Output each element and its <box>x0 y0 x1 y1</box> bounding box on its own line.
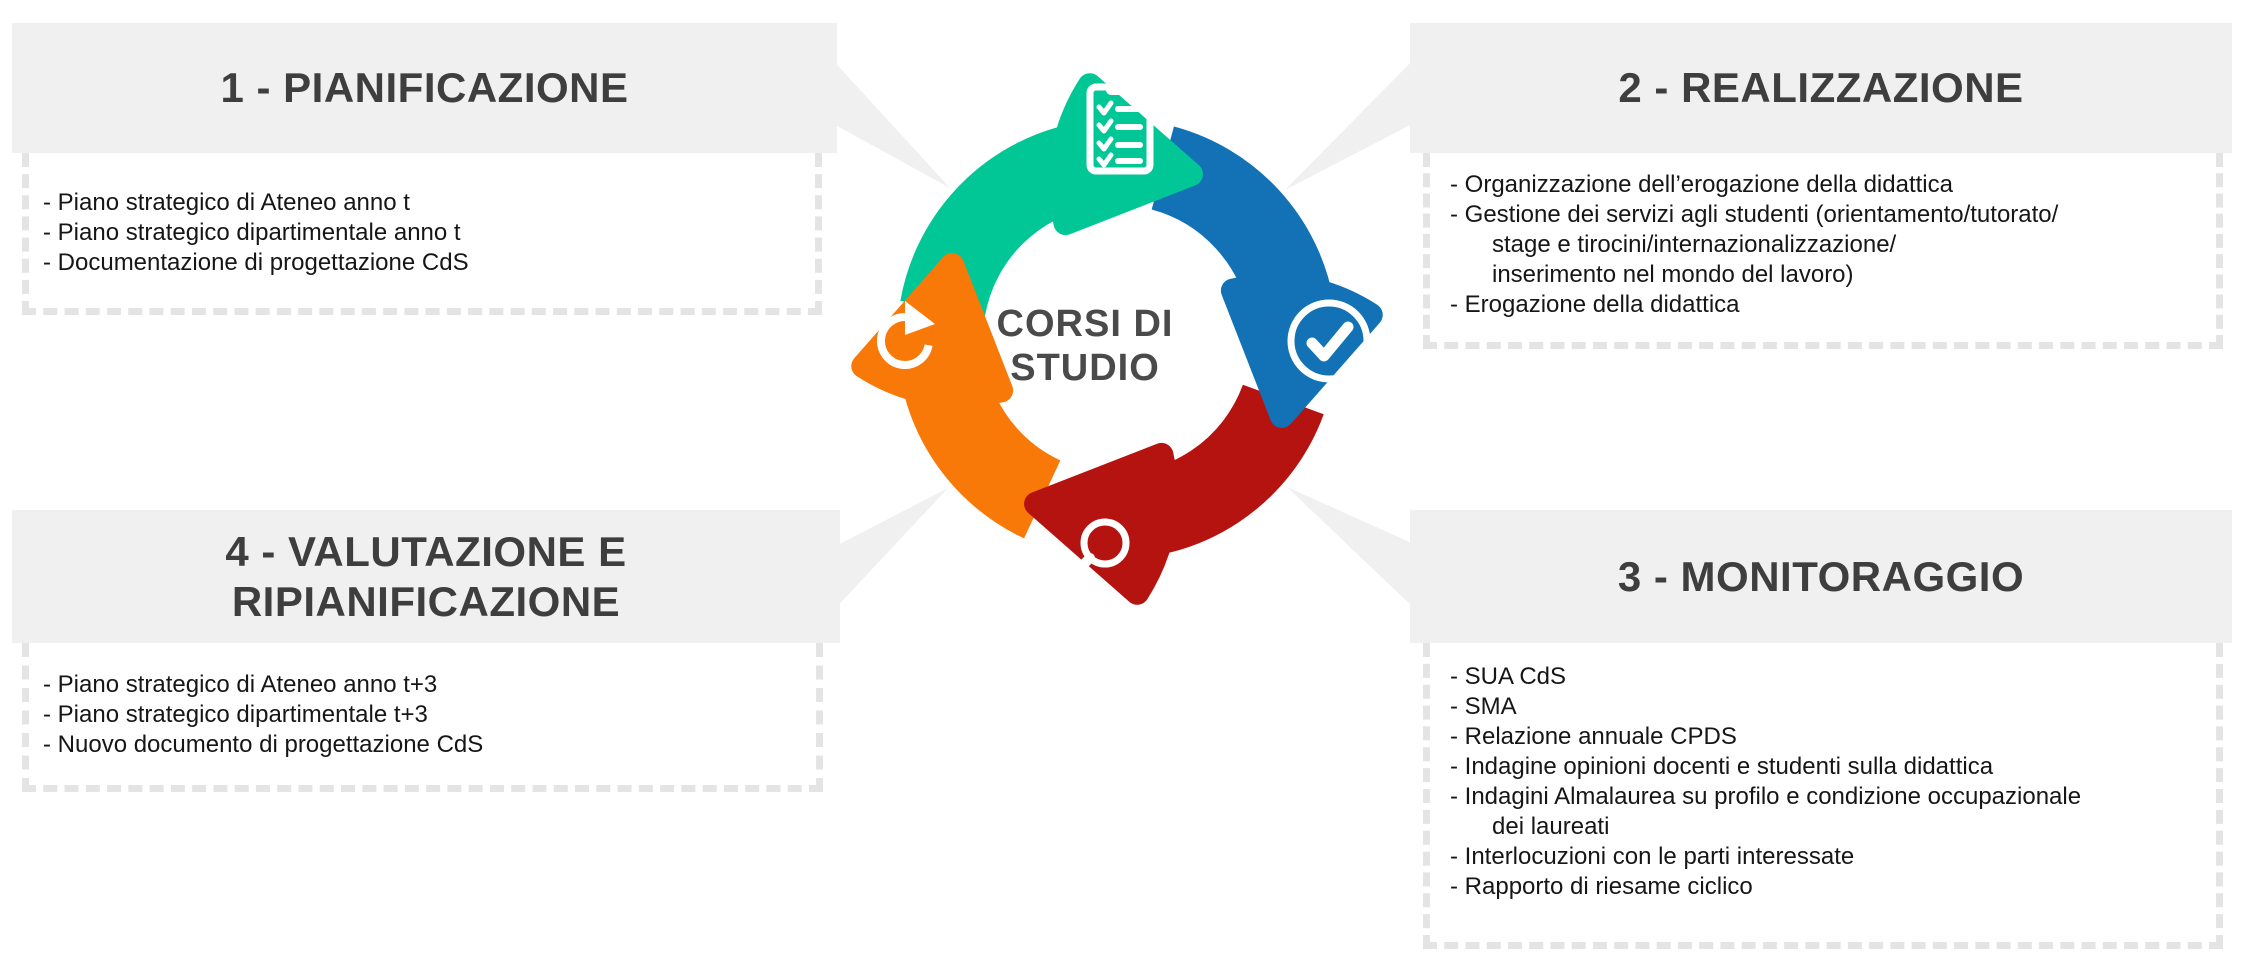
section-title: 2 - REALIZZAZIONE <box>1618 64 2024 111</box>
list-item: - Indagini Almalaurea su profilo e condi… <box>1450 783 2082 810</box>
list-item: - Piano strategico dipartimentale t+3 <box>43 701 428 728</box>
list-item-continuation: dei laureati <box>1492 813 1610 840</box>
section-list-realizzazione: - Organizzazione dell’erogazione della d… <box>1423 153 2223 349</box>
section-title: 1 - PIANIFICAZIONE <box>220 64 629 111</box>
section-list-valutazione: - Piano strategico di Ateneo anno t+3 - … <box>22 643 823 792</box>
list-item: - Erogazione della didattica <box>1450 291 1740 318</box>
center-title: CORSI DI STUDIO <box>885 302 1285 390</box>
list-item: - SUA CdS <box>1450 663 1567 690</box>
section-title: 3 - MONITORAGGIO <box>1617 552 2025 600</box>
list-item-continuation: inserimento nel mondo del lavoro) <box>1492 261 1854 288</box>
cycle-ring <box>851 73 1383 605</box>
center-title-line2: STUDIO <box>1010 347 1160 389</box>
list-item: - Indagine opinioni docenti e studenti s… <box>1450 753 1994 780</box>
section-header-realizzazione: 2 - REALIZZAZIONE <box>1410 23 2232 153</box>
connector-wedge-bottomright <box>1287 487 1416 610</box>
section-list-monitoraggio: - SUA CdS - SMA - Relazione annuale CPDS… <box>1423 643 2223 949</box>
check-circle-icon <box>1287 299 1371 383</box>
section-header-pianificazione: 1 - PIANIFICAZIONE <box>12 23 837 153</box>
list-item: - Rapporto di riesame ciclico <box>1450 873 1753 900</box>
list-item: - Piano strategico di Ateneo anno t+3 <box>43 671 438 698</box>
list-item: - Nuovo documento di progettazione CdS <box>43 731 484 758</box>
refresh-cycle-icon <box>876 301 935 369</box>
list-item: - Gestione dei servizi agli studenti (or… <box>1450 201 2059 228</box>
cycle-arrowhead-blue <box>1220 273 1383 428</box>
list-item: - Piano strategico di Ateneo anno t <box>43 189 410 216</box>
checklist-clipboard-icon <box>1086 79 1154 175</box>
list-item: - Organizzazione dell’erogazione della d… <box>1450 171 1953 198</box>
list-item: - Piano strategico dipartimentale anno t <box>43 219 461 246</box>
section-list-pianificazione: - Piano strategico di Ateneo anno t - Pi… <box>22 153 822 315</box>
section-header-monitoraggio: 3 - MONITORAGGIO <box>1410 510 2232 643</box>
section-header-valutazione: 4 - VALUTAZIONE E RIPIANIFICAZIONE <box>12 510 840 643</box>
magnifier-icon <box>1066 518 1130 582</box>
list-item: - SMA <box>1450 693 1517 720</box>
list-item: - Interlocuzioni con le parti interessat… <box>1450 843 1855 870</box>
connector-wedge-topleft <box>830 57 950 188</box>
list-item-continuation: stage e tirocini/internazionalizzazione/ <box>1492 231 1897 258</box>
section-title: 4 - VALUTAZIONE E RIPIANIFICAZIONE <box>225 527 627 625</box>
list-item: - Relazione annuale CPDS <box>1450 723 1737 750</box>
list-item: - Documentazione di progettazione CdS <box>43 249 469 276</box>
connector-wedge-topright <box>1285 57 1416 190</box>
center-title-line1: CORSI DI <box>996 303 1174 345</box>
connector-wedge-bottomleft <box>832 488 948 612</box>
